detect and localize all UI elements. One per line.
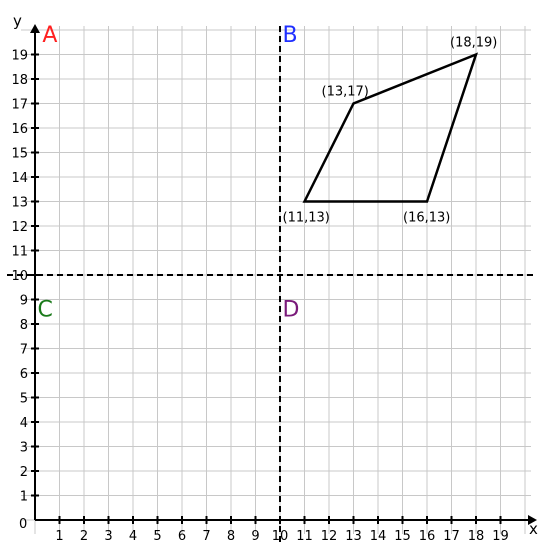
quadrant-label-c: C xyxy=(37,297,52,322)
y-tick-label: 15 xyxy=(11,147,28,162)
x-tick-label: 5 xyxy=(153,529,161,544)
x-tick-label: 9 xyxy=(251,529,259,544)
y-tick-label: 13 xyxy=(11,196,28,211)
x-tick-label: 7 xyxy=(202,529,210,544)
y-tick-label: 3 xyxy=(20,441,28,456)
y-tick-label: 10 xyxy=(11,269,28,284)
x-tick-label: 1 xyxy=(55,529,63,544)
x-tick-label: 18 xyxy=(468,529,485,544)
x-tick-label: 12 xyxy=(321,529,338,544)
y-tick-label: 7 xyxy=(20,343,28,358)
quadrant-dividers xyxy=(7,22,533,542)
y-tick-label: 9 xyxy=(20,294,28,309)
quadrant-labels: A B C D xyxy=(37,23,299,322)
y-tick-label: 8 xyxy=(20,318,28,333)
vertex-label: (11,13) xyxy=(283,211,330,226)
x-tick-label: 8 xyxy=(227,529,235,544)
origin-label: 0 xyxy=(19,517,27,532)
x-axis-arrow-icon xyxy=(528,515,537,525)
vertex-label: (18,19) xyxy=(450,36,497,51)
y-axis-label: y xyxy=(13,12,22,30)
y-tick-label: 6 xyxy=(20,367,28,382)
y-tick-label: 1 xyxy=(20,490,28,505)
y-tick-label: 18 xyxy=(11,73,28,88)
vertex-labels: (11,13) (13,17) (18,19) (16,13) xyxy=(283,36,498,226)
y-tick-label: 14 xyxy=(11,171,28,186)
x-tick-label: 3 xyxy=(104,529,112,544)
x-tick-label: 11 xyxy=(296,529,313,544)
grid xyxy=(21,26,531,534)
y-tick-label: 4 xyxy=(20,416,28,431)
x-tick-label: 17 xyxy=(443,529,460,544)
y-tick-label: 2 xyxy=(20,465,28,480)
x-tick-label: 10 xyxy=(272,529,289,544)
x-tick-label: 14 xyxy=(370,529,387,544)
vertex-label: (13,17) xyxy=(322,85,369,100)
x-tick-label: 15 xyxy=(394,529,411,544)
quadrant-label-d: D xyxy=(282,297,299,322)
y-tick-label: 19 xyxy=(11,49,28,64)
y-axis-arrow-icon xyxy=(30,24,40,33)
x-axis-label: x xyxy=(529,520,538,538)
y-tick-label: 12 xyxy=(11,220,28,235)
vertex-label: (16,13) xyxy=(403,211,450,226)
x-tick-label: 13 xyxy=(345,529,362,544)
y-tick-label: 17 xyxy=(11,98,28,113)
y-tick-label: 16 xyxy=(11,122,28,137)
quadrant-label-b: B xyxy=(282,23,297,48)
x-tick-label: 2 xyxy=(80,529,88,544)
x-tick-label: 19 xyxy=(492,529,509,544)
x-tick-label: 4 xyxy=(129,529,137,544)
quadrant-label-a: A xyxy=(42,23,57,48)
y-tick-label: 11 xyxy=(11,245,28,260)
x-tick-label: 6 xyxy=(178,529,186,544)
y-tick-label: 5 xyxy=(20,392,28,407)
quadrilateral-shape xyxy=(302,52,479,203)
x-tick-label: 16 xyxy=(419,529,436,544)
